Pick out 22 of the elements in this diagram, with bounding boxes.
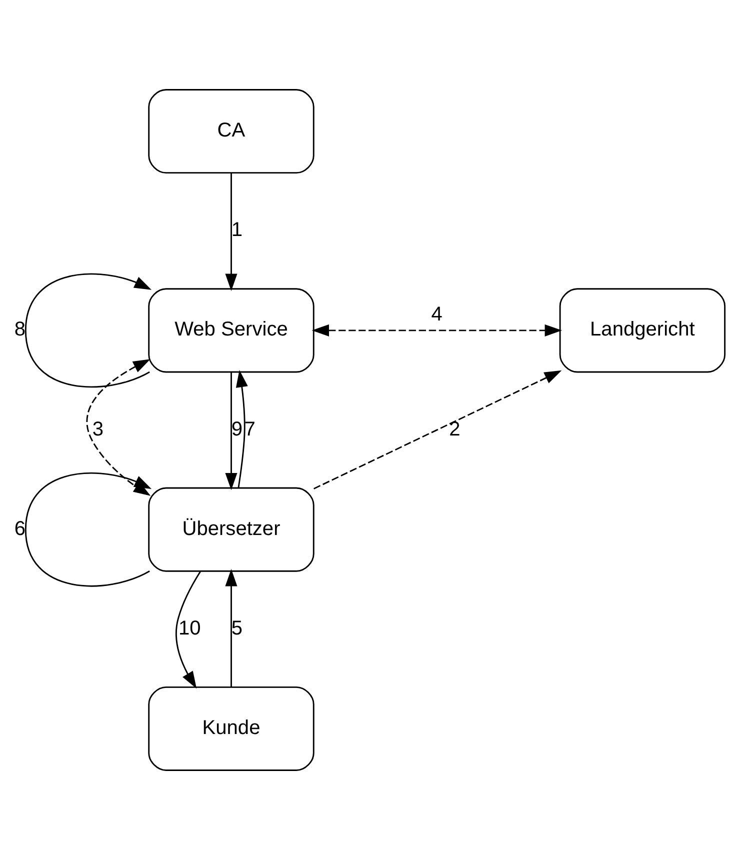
node-box: CA: [148, 88, 314, 174]
edge-label: 5: [231, 616, 243, 639]
edge-label: 10: [178, 616, 201, 639]
arrow: [225, 172, 238, 291]
arrow: [312, 324, 562, 336]
edge-label: 9: [231, 418, 243, 440]
node-box: Web Service: [148, 288, 314, 372]
node-box: Landgericht: [559, 288, 726, 372]
node-box: Kunde: [148, 686, 314, 770]
edge-label: 4: [431, 303, 442, 326]
edge-label: 8: [14, 318, 26, 340]
edge-label: 7: [244, 418, 256, 440]
edge-label: 1: [231, 218, 243, 241]
arrow: [24, 272, 152, 387]
arrow: [236, 369, 248, 488]
edge-label: 6: [14, 517, 26, 540]
arrow: [225, 372, 238, 490]
arrow: [176, 570, 201, 688]
edge-label: 3: [92, 418, 104, 440]
arrow: [225, 568, 238, 687]
node-box: Übersetzer: [148, 486, 314, 572]
arrow: [314, 370, 562, 489]
